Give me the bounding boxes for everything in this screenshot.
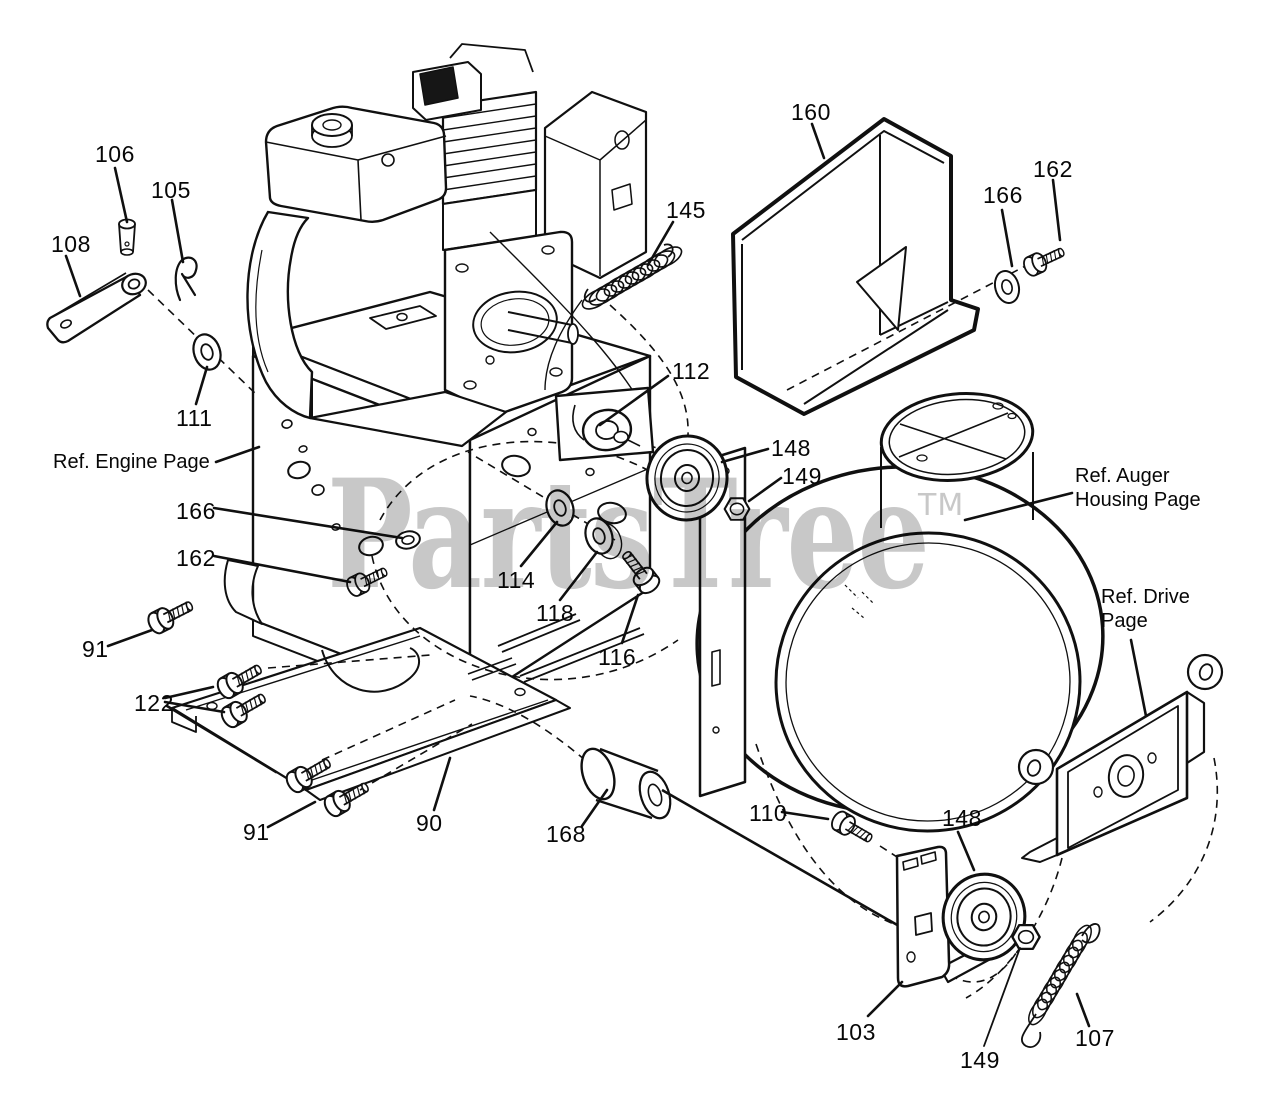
part-166-washer-top xyxy=(990,267,1024,307)
auger-housing-illustration xyxy=(695,392,1105,833)
part-106-pin xyxy=(118,218,136,256)
ref-auger-housing-label: Ref. Auger Housing Page xyxy=(1075,464,1201,512)
callout-148-low: 148 xyxy=(942,805,982,831)
callout-91-left: 91 xyxy=(82,636,109,662)
engine-illustration xyxy=(246,43,648,448)
part-112-idler xyxy=(554,386,655,462)
ref-drive-page-label: Ref. Drive Page xyxy=(1101,585,1190,633)
callout-166-top: 166 xyxy=(983,182,1023,208)
callout-149-mid: 149 xyxy=(782,463,822,489)
belt-cover-illustration xyxy=(731,117,980,416)
callout-91-bottom: 91 xyxy=(243,819,270,845)
ref-engine-page-label: Ref. Engine Page xyxy=(53,451,210,473)
frame-washer-166 xyxy=(395,530,421,550)
callout-148-mid: 148 xyxy=(771,435,811,461)
callout-110: 110 xyxy=(749,800,788,826)
callout-111: 111 xyxy=(176,405,213,431)
part-108-arm xyxy=(46,272,147,344)
ref-auger-line2: Housing Page xyxy=(1075,489,1201,511)
callout-162-left: 162 xyxy=(176,545,216,571)
callout-116: 116 xyxy=(598,644,637,670)
ref-drive-line1: Ref. Drive xyxy=(1101,586,1190,608)
callout-105: 105 xyxy=(151,177,191,203)
callout-166-left: 166 xyxy=(176,498,216,524)
part-162-bolt-top xyxy=(1020,241,1069,279)
ref-drive-line2: Page xyxy=(1101,610,1148,632)
callout-149-low: 149 xyxy=(960,1047,1000,1073)
part-rod xyxy=(661,788,907,932)
callout-168: 168 xyxy=(546,821,586,847)
callout-106: 106 xyxy=(95,141,135,167)
callout-162-top: 162 xyxy=(1033,156,1073,182)
callout-103: 103 xyxy=(836,1019,876,1045)
drive-plate-illustration xyxy=(1017,653,1224,863)
part-105-clip xyxy=(174,256,198,302)
callout-118: 118 xyxy=(536,600,575,626)
callout-107: 107 xyxy=(1075,1025,1115,1051)
callout-112: 112 xyxy=(672,358,711,384)
part-168-roller xyxy=(580,747,672,820)
part-149-nut-mid xyxy=(723,497,751,521)
callout-90: 90 xyxy=(416,810,443,836)
leader-lines xyxy=(64,122,1148,1047)
callout-114: 114 xyxy=(497,567,536,593)
part-118-spacer xyxy=(579,513,623,560)
callout-145: 145 xyxy=(666,197,706,223)
part-145-spring xyxy=(578,242,686,314)
part-107-spring xyxy=(1021,921,1101,1048)
callout-160: 160 xyxy=(791,99,831,125)
callout-108: 108 xyxy=(51,231,91,257)
callout-122: 122 xyxy=(134,690,174,716)
part-149-nut-low xyxy=(1011,923,1041,951)
ref-auger-line1: Ref. Auger xyxy=(1075,465,1170,487)
